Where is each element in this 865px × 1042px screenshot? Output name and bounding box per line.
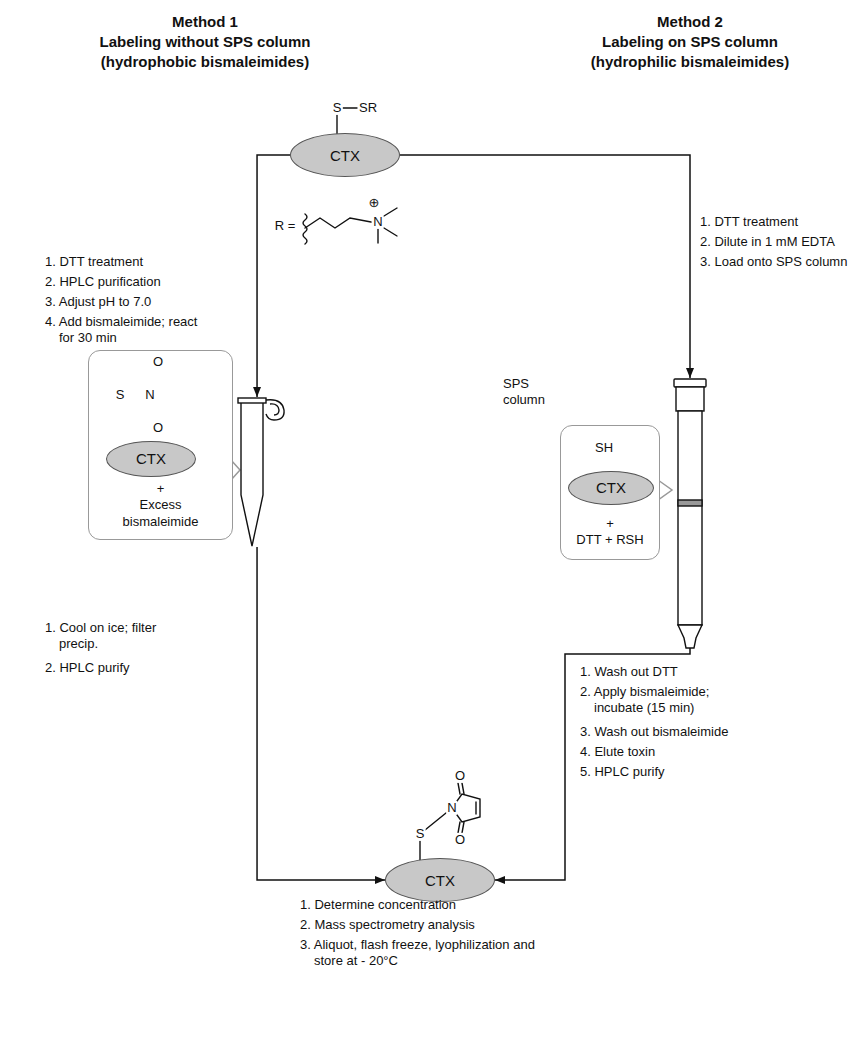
methyl-bond <box>384 208 397 216</box>
atom-label: SH <box>594 441 614 455</box>
callout-box: +Excess bismaleimide CTX <box>88 350 233 540</box>
step-text: 2. Dilute in 1 mM EDTA <box>700 234 835 250</box>
step-text: 3. Load onto SPS column <box>700 254 847 270</box>
toxin-name: CTX <box>425 872 455 889</box>
bond <box>475 802 476 814</box>
column-rim <box>674 379 706 387</box>
tube <box>238 398 284 546</box>
method-heading: Labeling without SPS column <box>100 33 311 52</box>
atom-label: O <box>152 421 164 435</box>
step-text: 2. HPLC purification <box>45 274 161 290</box>
atom-label: N <box>144 388 155 402</box>
method-heading: Labeling on SPS column <box>602 33 778 52</box>
flow-arrow <box>257 547 385 880</box>
step-text: 1. Wash out DTT <box>580 664 678 680</box>
step-text: 4. Elute toxin <box>580 744 655 760</box>
step-text: R = <box>275 218 296 234</box>
step-text: 2. HPLC purify <box>45 660 130 676</box>
step-text: 4. Add bismaleimide; react for 30 min <box>45 314 209 347</box>
tube-body <box>241 402 263 546</box>
method-heading: (hydrophobic bismaleimides) <box>101 53 309 72</box>
toxin-name: CTX <box>596 479 626 498</box>
step-text: 5. HPLC purify <box>580 764 665 780</box>
atom-label: O <box>454 833 466 847</box>
bond <box>462 822 464 833</box>
atom-label: S <box>415 827 426 841</box>
tube-cap <box>266 400 284 420</box>
methyl-bond <box>377 229 378 243</box>
reagent-text: Excess bismaleimide <box>111 497 211 530</box>
column-reservoir <box>676 387 704 411</box>
tube-cap <box>270 404 279 415</box>
step-text: 2. Mass spectrometry analysis <box>300 917 475 933</box>
toxin-ellipse: CTX <box>106 441 196 477</box>
method-heading: (hydrophilic bismaleimides) <box>591 53 789 72</box>
flow-arrow <box>495 648 690 880</box>
step-text: 1. DTT treatment <box>700 214 798 230</box>
bond <box>458 783 460 794</box>
bond <box>458 822 460 833</box>
flow-arrow <box>400 155 690 378</box>
atom-label: O <box>454 769 466 783</box>
toxin-ellipse: CTX <box>385 858 495 902</box>
toxin-ellipse: CTX <box>568 471 654 505</box>
column-body <box>678 411 702 625</box>
column-tip <box>678 625 702 648</box>
toxin-name: CTX <box>330 147 360 164</box>
tube-rim <box>238 398 266 403</box>
atom-label: S <box>332 101 343 115</box>
method-heading: Method 2 <box>657 13 723 32</box>
atom-label: O <box>152 355 164 369</box>
bond <box>305 218 371 228</box>
column-frit <box>678 500 702 506</box>
step-text: 1. Cool on ice; filter precip. <box>45 620 169 653</box>
step-text: 2. Apply bismaleimide; incubate (15 min) <box>580 684 759 717</box>
step-text: SPS column <box>503 376 558 409</box>
step-text: 1. DTT treatment <box>45 254 143 270</box>
atom-label: S <box>115 388 126 402</box>
step-text: 3. Wash out bismaleimide <box>580 724 728 740</box>
bond <box>343 107 357 108</box>
atom-label: SR <box>358 101 378 115</box>
methyl-bond <box>384 228 397 236</box>
bond <box>419 841 420 861</box>
atom-label: N <box>372 215 383 229</box>
plus-sign: + <box>561 516 659 532</box>
toxin-name: CTX <box>136 450 166 469</box>
method-heading: Method 1 <box>172 13 238 32</box>
plus-sign: + <box>111 481 211 497</box>
atom-label: N <box>446 801 457 815</box>
bond <box>425 813 446 830</box>
bond <box>462 783 464 794</box>
bond <box>336 115 337 134</box>
atom-label: ⊕ <box>368 196 381 210</box>
wavy-bond <box>303 214 307 244</box>
step-text: 3. Aliquot, flash freeze, lyophilization… <box>300 937 562 970</box>
flow-arrow <box>257 155 290 397</box>
step-text: 3. Adjust pH to 7.0 <box>45 294 151 310</box>
sps-column <box>674 379 706 648</box>
callout-tail <box>658 480 672 500</box>
toxin-ellipse: CTX <box>290 133 400 177</box>
step-text: 1. Determine concentration <box>300 897 456 913</box>
reagent-text: DTT + RSH <box>561 532 659 548</box>
